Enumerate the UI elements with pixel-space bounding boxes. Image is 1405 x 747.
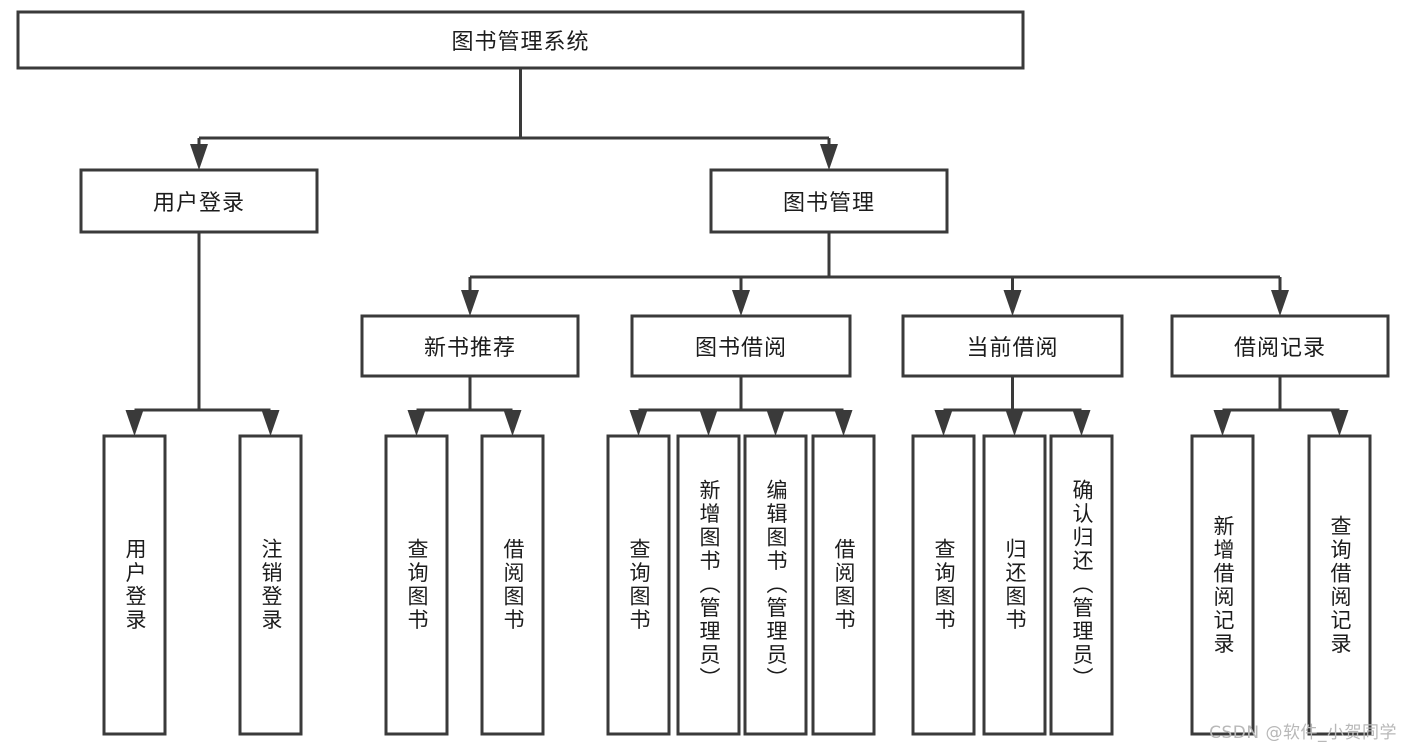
arrow-head-leaf-add-borrow-record <box>1213 410 1232 436</box>
arrow-head-book-management <box>820 144 838 170</box>
arrow-head-book-borrow <box>732 290 750 316</box>
node-box-root[interactable] <box>16 10 1025 70</box>
node-boxes-layer <box>16 10 1390 736</box>
node-box-leaf-add-book-admin[interactable] <box>676 434 741 736</box>
arrow-head-leaf-borrow-book-1 <box>503 410 522 436</box>
arrow-head-new-book-recommend <box>461 290 479 316</box>
node-box-leaf-return-book[interactable] <box>982 434 1047 736</box>
arrow-head-leaf-edit-book-admin <box>766 410 785 436</box>
connectors-layer <box>125 68 1349 436</box>
arrow-head-leaf-query-book-3 <box>934 410 953 436</box>
arrow-head-leaf-logout-login <box>261 410 280 436</box>
arrow-head-leaf-return-book <box>1005 410 1024 436</box>
node-box-leaf-user-login[interactable] <box>102 434 167 736</box>
node-box-user-login[interactable] <box>79 168 319 234</box>
watermark-text: CSDN @软件_小贺同学 <box>1209 723 1397 743</box>
node-box-book-borrow[interactable] <box>630 314 852 378</box>
node-box-leaf-query-book-1[interactable] <box>384 434 449 736</box>
node-box-leaf-edit-book-admin[interactable] <box>743 434 808 736</box>
node-box-leaf-confirm-return[interactable] <box>1049 434 1114 736</box>
arrow-head-leaf-add-book-admin <box>699 410 718 436</box>
arrow-head-leaf-borrow-book-2 <box>834 410 853 436</box>
arrow-head-leaf-user-login <box>125 410 144 436</box>
node-box-book-management[interactable] <box>709 168 949 234</box>
arrow-head-current-borrow <box>1003 290 1022 316</box>
arrow-head-leaf-query-book-2 <box>629 410 648 436</box>
node-box-new-book-recommend[interactable] <box>360 314 580 378</box>
node-box-leaf-query-book-3[interactable] <box>911 434 976 736</box>
node-box-leaf-logout-login[interactable] <box>238 434 303 736</box>
node-box-leaf-query-borrow-rec[interactable] <box>1307 434 1372 736</box>
node-box-leaf-query-book-2[interactable] <box>606 434 671 736</box>
node-box-leaf-borrow-book-2[interactable] <box>811 434 876 736</box>
arrow-head-user-login <box>190 144 208 170</box>
node-box-borrow-record[interactable] <box>1170 314 1390 378</box>
arrow-head-leaf-query-borrow-rec <box>1330 410 1349 436</box>
arrow-head-leaf-query-book-1 <box>407 410 426 436</box>
arrow-head-borrow-record <box>1271 290 1289 316</box>
node-box-leaf-borrow-book-1[interactable] <box>480 434 545 736</box>
node-box-leaf-add-borrow-record[interactable] <box>1190 434 1255 736</box>
node-box-current-borrow[interactable] <box>901 314 1124 378</box>
arrow-head-leaf-confirm-return <box>1072 410 1091 436</box>
